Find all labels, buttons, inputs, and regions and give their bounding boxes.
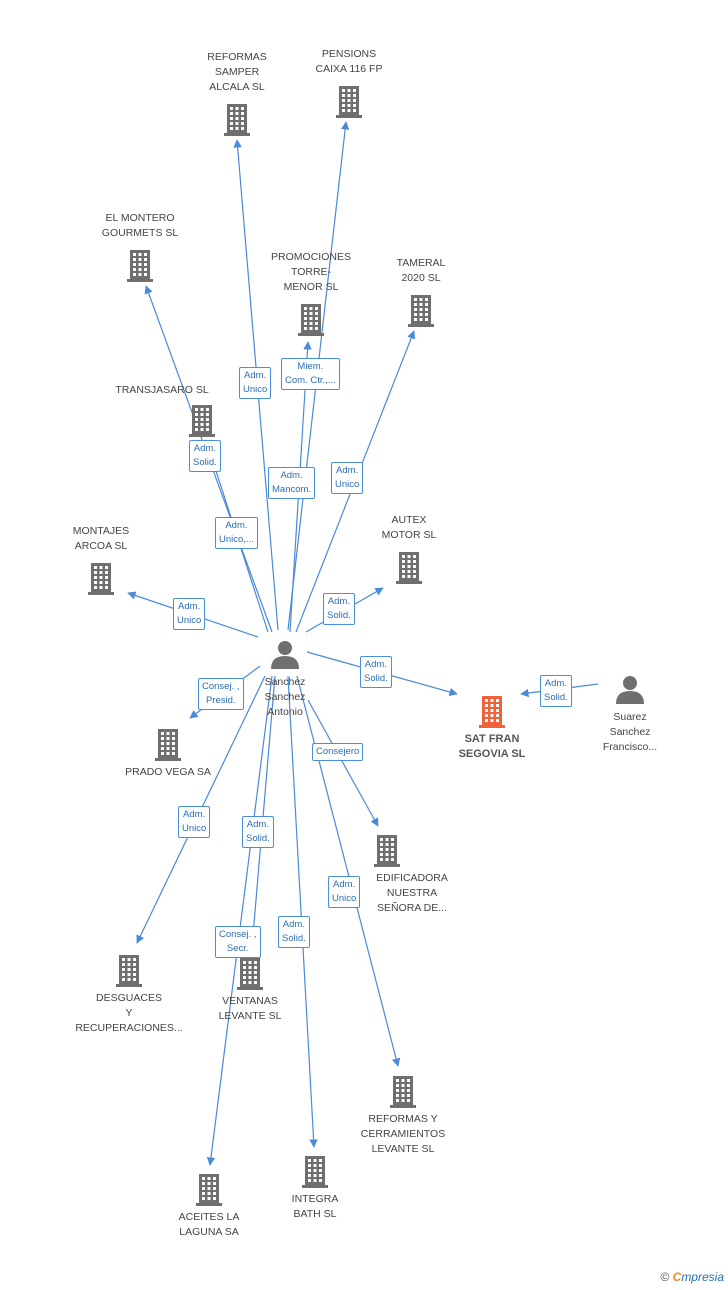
building-icon-montajes[interactable] — [88, 563, 114, 595]
node-label-autex[interactable]: AUTEX MOTOR SL — [381, 514, 437, 541]
node-label-prado[interactable]: PRADO VEGA SA — [125, 766, 211, 778]
node-label-reformas_cerr[interactable]: REFORMAS Y CERRAMIENTOS LEVANTE SL — [360, 1113, 446, 1155]
building-icon-satfran[interactable] — [479, 696, 505, 728]
building-icon-pensions[interactable] — [336, 86, 362, 118]
node-label-aceites[interactable]: ACEITES LA LAGUNA SA — [178, 1211, 240, 1238]
node-label-tameral[interactable]: TAMERAL 2020 SL — [396, 257, 446, 284]
edge-label-pensions[interactable]: Adm. Mancom. — [268, 467, 316, 499]
edge-label-transjasaro[interactable]: Adm. Solid. — [189, 440, 221, 472]
building-icon-autex[interactable] — [396, 552, 422, 584]
building-icon-reformas_cerr[interactable] — [390, 1076, 416, 1108]
edge-label-tameral[interactable]: Adm. Unico — [331, 462, 364, 494]
building-icon-promociones[interactable] — [298, 304, 324, 336]
node-label-desguaces[interactable]: DESGUACES Y RECUPERACIONES... — [75, 992, 183, 1034]
edge-label-aceites[interactable]: Adm. Solid. — [242, 816, 274, 848]
building-icon-integra[interactable] — [302, 1156, 328, 1188]
node-label-satfran[interactable]: SAT FRAN SEGOVIA SL — [458, 733, 526, 760]
edge-label-prado[interactable]: Consej. , Presid. — [198, 678, 244, 710]
node-label-ventanas[interactable]: VENTANAS LEVANTE SL — [218, 995, 282, 1022]
edge-label-edificadora[interactable]: Consejero — [312, 743, 364, 761]
edge-label-integra[interactable]: Adm. Solid. — [278, 916, 310, 948]
node-label-transjasaro[interactable]: TRANSJASARO SL — [115, 384, 209, 396]
node-label-montero[interactable]: EL MONTERO GOURMETS SL — [101, 212, 179, 239]
person-icon-sanchez[interactable] — [271, 641, 299, 669]
node-label-edificadora[interactable]: EDIFICADORA NUESTRA SEÑORA DE... — [376, 872, 448, 914]
edge-label-autex[interactable]: Adm. Solid. — [323, 593, 355, 625]
edge-label-promociones[interactable]: Miem. Com. Ctr.,... — [281, 358, 340, 390]
edge-label-satfran[interactable]: Adm. Solid. — [540, 675, 572, 707]
brand-logo-letter: C — [672, 1270, 682, 1284]
edge-label-satfran[interactable]: Adm. Solid. — [360, 656, 392, 688]
building-icon-aceites[interactable] — [196, 1174, 222, 1206]
edge-sanchez-to-edificadora — [307, 699, 379, 827]
building-icon-prado[interactable] — [155, 729, 181, 761]
copyright-symbol: © — [660, 1270, 670, 1284]
node-label-suarez[interactable]: Suarez Sanchez Francisco... — [602, 711, 658, 753]
building-icon-tameral[interactable] — [408, 295, 434, 327]
edge-label-desguaces[interactable]: Adm. Unico — [178, 806, 211, 838]
brand-name: mpresia — [681, 1270, 724, 1284]
edge-sanchez-to-aceites — [206, 675, 273, 1166]
edge-sanchez-to-ventanas — [248, 675, 276, 948]
node-label-montajes[interactable]: MONTAJES ARCOA SL — [72, 525, 130, 552]
edge-sanchez-to-integra — [287, 675, 318, 1148]
node-label-reformas_samper[interactable]: REFORMAS SAMPER ALCALA SL — [207, 51, 267, 93]
footer-brand: © Cmpresia — [660, 1270, 724, 1284]
node-label-pensions[interactable]: PENSIONS CAIXA 116 FP — [315, 48, 383, 75]
edge-sanchez-to-reformas_cerr — [296, 675, 401, 1067]
edge-label-montajes[interactable]: Adm. Unico — [173, 598, 206, 630]
edge-label-reformas_cerr[interactable]: Adm. Unico — [328, 876, 361, 908]
building-icon-transjasaro[interactable] — [189, 405, 215, 437]
building-icon-ventanas[interactable] — [237, 958, 263, 990]
building-icon-montero[interactable] — [127, 250, 153, 282]
building-icon-edificadora[interactable] — [374, 835, 400, 867]
edge-label-montero[interactable]: Adm. Unico,... — [215, 517, 258, 549]
edge-label-ventanas[interactable]: Consej. , Secr. — [215, 926, 261, 958]
building-icon-reformas_samper[interactable] — [224, 104, 250, 136]
node-label-sanchez[interactable]: Sanchez Sanchez Antonio — [264, 676, 306, 718]
node-label-promociones[interactable]: PROMOCIONES TORRE- MENOR SL — [271, 251, 351, 293]
edge-label-reformas_samper[interactable]: Adm. Unico — [239, 367, 272, 399]
building-icon-desguaces[interactable] — [116, 955, 142, 987]
node-label-integra[interactable]: INTEGRA BATH SL — [291, 1193, 339, 1220]
person-icon-suarez[interactable] — [616, 676, 644, 704]
